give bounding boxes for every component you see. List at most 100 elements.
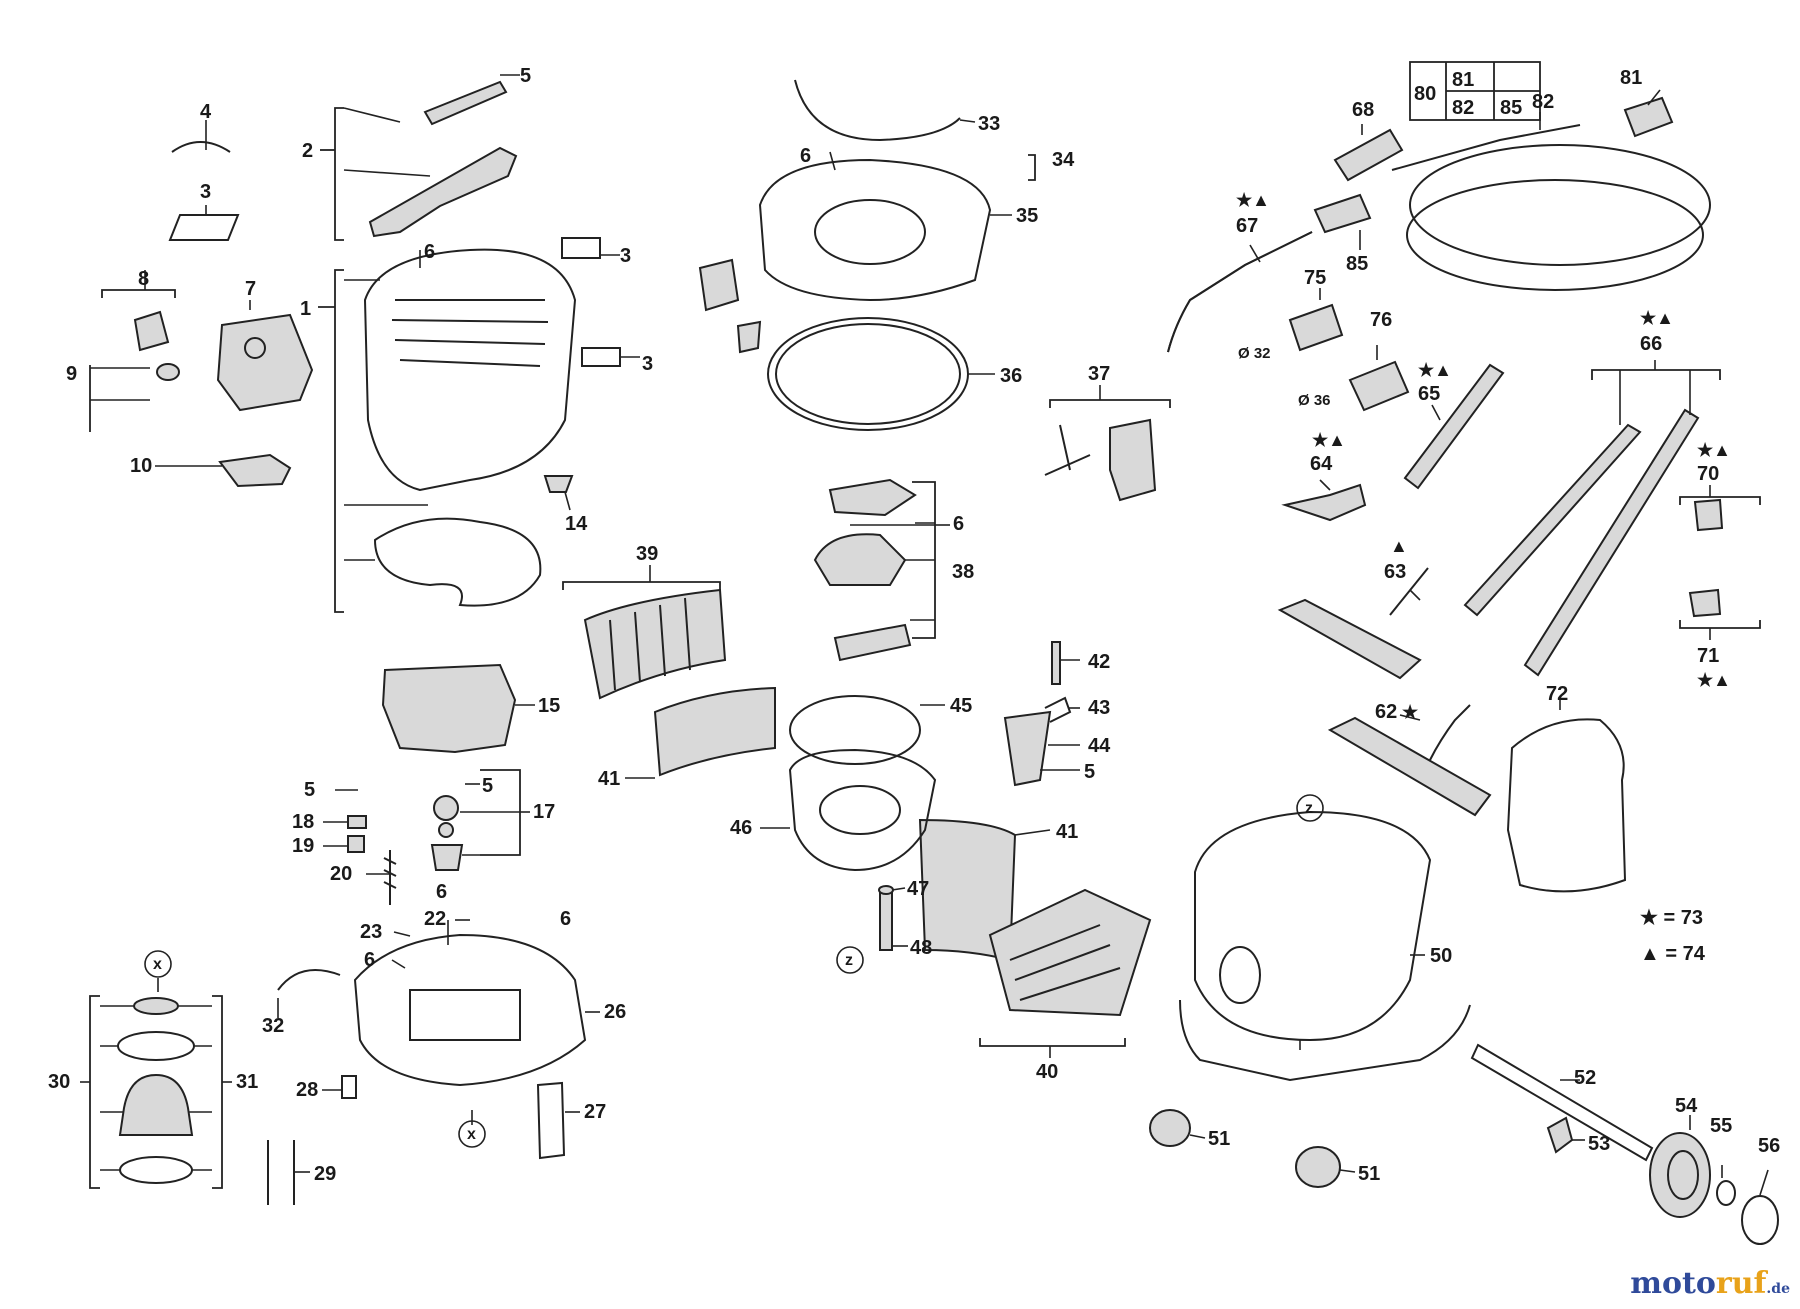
part-10-switch <box>218 453 292 488</box>
part-70-valve <box>1693 498 1724 532</box>
label-81b: 81 <box>1620 67 1642 89</box>
part-37-latch <box>1109 418 1157 502</box>
part-72-bag <box>1506 718 1627 893</box>
label-85b: 85 <box>1346 253 1368 275</box>
label-5d: 5 <box>1084 761 1095 783</box>
label-51a: 51 <box>1208 1128 1230 1150</box>
label-46: 46 <box>730 817 752 839</box>
label-6e: 6 <box>800 145 811 167</box>
symbol-63: ▲ <box>1390 536 1408 556</box>
part-20-spring <box>383 850 397 905</box>
label-6c: 6 <box>560 908 571 930</box>
label-85a: 85 <box>1500 97 1522 119</box>
symbol-71: ★▲ <box>1697 670 1731 690</box>
leader-lines <box>80 74 1769 1196</box>
label-5c: 5 <box>482 775 493 797</box>
label-17: 17 <box>533 801 555 823</box>
part-67-wand-outline <box>1167 231 1313 353</box>
part-67-wand <box>1167 231 1313 353</box>
part-50-body <box>1179 999 1471 1082</box>
label-4: 4 <box>200 101 212 123</box>
label-68: 68 <box>1352 99 1374 121</box>
legend-star: ★ = 73 <box>1640 907 1703 929</box>
part-17-bearing <box>430 844 464 871</box>
marker-z-right <box>1296 794 1324 822</box>
symbol-62: ★ <box>1402 702 1419 722</box>
marker-x-bottom <box>458 1120 486 1148</box>
part-41-filter-a <box>653 686 776 777</box>
label-6d: 6 <box>364 949 375 971</box>
part-71-valve <box>1688 588 1722 618</box>
label-18: 18 <box>292 811 314 833</box>
watermark-part2: ruf <box>1715 1266 1767 1301</box>
part-39-filter <box>583 588 727 700</box>
part-66-tube-b <box>1523 408 1700 677</box>
part-1-housing <box>363 248 577 492</box>
marker-z-left-label: z <box>845 952 853 969</box>
marker-x-top-label: x <box>153 956 162 973</box>
label-10: 10 <box>130 455 152 477</box>
part-50-inlet <box>1219 946 1261 1004</box>
part-82-hose-a <box>1409 144 1711 266</box>
label-39: 39 <box>636 543 658 565</box>
label-34: 34 <box>1052 149 1075 171</box>
label-6b: 6 <box>436 881 447 903</box>
label-40: 40 <box>1036 1061 1058 1083</box>
part-36-seal <box>767 317 969 431</box>
part-46-inner <box>819 785 901 835</box>
part-62-neck <box>1429 704 1471 761</box>
label-35: 35 <box>1016 205 1038 227</box>
part-66-tube-a <box>1463 423 1642 617</box>
part-5-top <box>423 80 508 126</box>
part-38-bottom <box>833 623 912 662</box>
part-75-sleeve <box>1288 303 1344 352</box>
label-56: 56 <box>1758 1135 1780 1157</box>
label-55: 55 <box>1710 1115 1732 1137</box>
label-41a: 41 <box>598 768 620 790</box>
part-3-label-b <box>561 237 601 259</box>
label-23: 23 <box>360 921 382 943</box>
part-31-ring-bottom <box>119 1156 193 1184</box>
legend-triangle: ▲ = 74 <box>1640 943 1706 965</box>
part-32-cable <box>277 969 341 991</box>
part-28-tag <box>341 1075 357 1099</box>
part-36-seal-inner <box>775 323 961 425</box>
label-31: 31 <box>236 1071 258 1093</box>
label-75: 75 <box>1304 267 1326 289</box>
part-1-grill <box>391 299 549 367</box>
part-51-caster-b <box>1295 1146 1341 1188</box>
marker-z-right-label: z <box>1305 800 1313 817</box>
part-85-cuff <box>1313 193 1372 234</box>
label-5b: 5 <box>304 779 315 801</box>
label-3b: 3 <box>620 245 631 267</box>
marker-x-top <box>144 950 172 978</box>
part-8-cover <box>133 310 170 352</box>
marker-z-left <box>836 946 864 974</box>
part-54-wheel <box>1649 1132 1711 1218</box>
label-26: 26 <box>604 1001 626 1023</box>
symbol-67: ★▲ <box>1236 190 1270 210</box>
part-29-rods <box>267 1140 295 1205</box>
label-67: 67 <box>1236 215 1258 237</box>
label-53: 53 <box>1588 1133 1610 1155</box>
label-71: 71 <box>1697 645 1719 667</box>
label-66: 66 <box>1640 333 1662 355</box>
part-26-motor-base <box>353 933 587 1087</box>
label-70: 70 <box>1697 463 1719 485</box>
part-3-label <box>168 214 240 241</box>
symbol-65: ★▲ <box>1418 360 1452 380</box>
label-63: 63 <box>1384 561 1406 583</box>
part-31-ring-top <box>133 997 179 1015</box>
label-2: 2 <box>302 140 313 162</box>
label-52: 52 <box>1574 1067 1596 1089</box>
label-3c: 3 <box>642 353 653 375</box>
part-14-grommet <box>543 475 574 493</box>
part-30-motor <box>118 1073 194 1136</box>
part-4-clip <box>171 141 231 153</box>
label-54: 54 <box>1675 1095 1698 1117</box>
part-19 <box>347 835 365 853</box>
label-72: 72 <box>1546 683 1568 705</box>
label-80: 80 <box>1414 83 1436 105</box>
part-51-caster-a <box>1149 1109 1191 1147</box>
label-8: 8 <box>138 268 149 290</box>
